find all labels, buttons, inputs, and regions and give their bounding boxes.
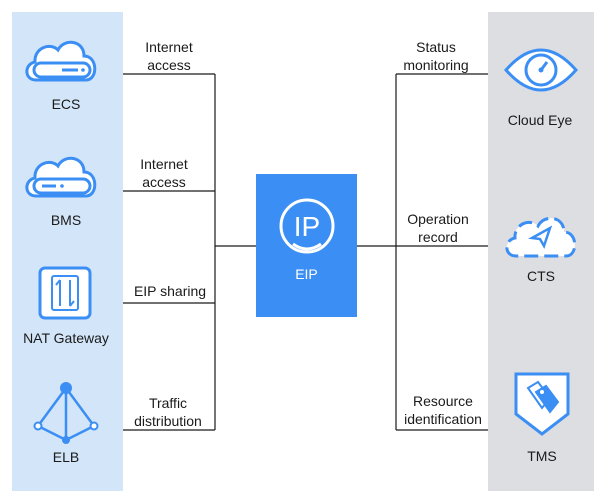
edge-label-line: record [418,229,458,245]
edge-label-line: access [147,57,191,73]
edge-label-bms: Internet access [128,155,200,191]
node-label-ecs: ECS [51,96,81,112]
node-label-cts: CTS [527,268,555,284]
edge-label-line: identification [404,411,482,427]
tag-icon [514,372,570,436]
edge-label-elb: Traffic distribution [125,394,211,430]
node-label-tms: TMS [527,448,557,464]
cloud-trace-icon [505,216,577,258]
node-label-bms: BMS [50,212,82,228]
edge-label-line: Traffic [148,395,188,411]
edge-label-line: Internet [145,39,193,55]
edge-label-line: Internet [140,156,188,172]
eip-logo-text: IP [294,211,320,242]
left-panel [12,12,123,491]
node-label-nat-gateway: NAT Gateway [23,330,109,346]
load-balancer-icon [33,382,99,444]
eip-label: EIP [295,266,318,282]
eye-icon [504,48,578,92]
edge-label-tms: Resource identification [398,392,488,428]
edge-label-nat: EIP sharing [125,282,215,300]
edge-label-line: EIP sharing [133,283,207,299]
edge-label-line: Resource [413,393,473,409]
eip-logo-icon: IP [279,198,335,254]
edge-label-line: distribution [134,413,202,429]
edge-label-line: Operation [407,211,469,227]
edge-label-cloud-eye: Status monitoring [398,38,474,74]
edge-label-line: monitoring [403,57,469,73]
cloud-server-icon [25,40,97,82]
eip-node: IP EIP [256,174,357,317]
edge-label-ecs: Internet access [128,38,210,74]
node-label-cloud-eye: Cloud Eye [507,112,573,128]
edge-label-cts: Operation record [400,210,476,246]
node-label-elb: ELB [52,449,80,465]
cloud-server-icon [25,156,97,198]
edge-label-line: Status [416,39,456,55]
edge-label-line: access [142,174,186,190]
nat-gateway-icon [38,266,92,320]
